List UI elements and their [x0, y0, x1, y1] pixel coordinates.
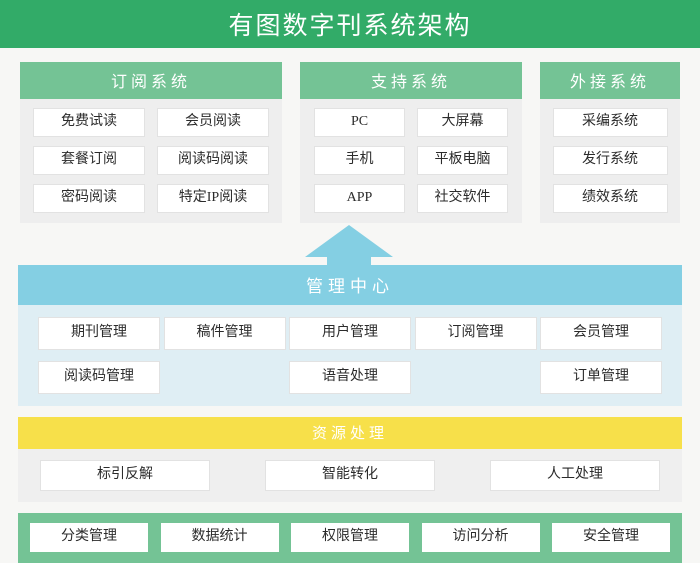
- panel-title-external-system: 外接系统: [540, 62, 680, 99]
- chip-journal-management[interactable]: 期刊管理: [38, 317, 160, 350]
- chip-member-reading[interactable]: 会员阅读: [157, 108, 269, 137]
- section-management-center: 管理中心 期刊管理 稿件管理 用户管理 订阅管理 会员管理 阅读码管理 语音处理…: [18, 265, 682, 406]
- chip-intelligent-conversion[interactable]: 智能转化: [265, 460, 435, 491]
- chip-performance-system[interactable]: 绩效系统: [552, 184, 668, 213]
- panel-items-external-system: 采编系统 发行系统 绩效系统: [540, 99, 680, 213]
- chip-access-analysis[interactable]: 访问分析: [421, 523, 540, 552]
- chip-voice-processing[interactable]: 语音处理: [289, 361, 411, 394]
- chip-security-management[interactable]: 安全管理: [552, 523, 670, 552]
- panel-subscription-system: 订阅系统 免费试读 会员阅读 套餐订阅 阅读码阅读 密码阅读 特定IP阅读: [20, 62, 282, 223]
- resource-processing-items: 标引反解 智能转化 人工处理: [18, 449, 682, 491]
- chip-app[interactable]: APP: [314, 184, 405, 213]
- page-title-bar: 有图数字刊系统架构: [0, 0, 700, 48]
- chip-editorial-system[interactable]: 采编系统: [552, 108, 668, 137]
- panel-items-support-system: PC 大屏幕 手机 平板电脑 APP 社交软件: [300, 99, 522, 213]
- chip-specific-ip-reading[interactable]: 特定IP阅读: [157, 184, 269, 213]
- chip-free-trial[interactable]: 免费试读: [33, 108, 145, 137]
- chip-data-statistics[interactable]: 数据统计: [160, 523, 279, 552]
- page-title: 有图数字刊系统架构: [228, 13, 472, 40]
- chip-reading-code-reading[interactable]: 阅读码阅读: [157, 146, 269, 175]
- section-bottom-bar: 分类管理 数据统计 权限管理 访问分析 安全管理: [18, 513, 682, 563]
- chip-manual-processing[interactable]: 人工处理: [490, 460, 660, 491]
- chip-distribution-system[interactable]: 发行系统: [552, 146, 668, 175]
- chip-subscription-management[interactable]: 订阅管理: [414, 317, 537, 350]
- management-center-items: 期刊管理 稿件管理 用户管理 订阅管理 会员管理 阅读码管理 语音处理 订单管理: [18, 305, 682, 394]
- chip-package-subscription[interactable]: 套餐订阅: [33, 146, 145, 175]
- top-systems-row: 订阅系统 免费试读 会员阅读 套餐订阅 阅读码阅读 密码阅读 特定IP阅读 支持…: [0, 48, 700, 223]
- chip-indexing-reverse-parsing[interactable]: 标引反解: [40, 460, 210, 491]
- panel-support-system: 支持系统 PC 大屏幕 手机 平板电脑 APP 社交软件: [300, 62, 522, 223]
- chip-category-management[interactable]: 分类管理: [30, 523, 148, 552]
- chip-order-management[interactable]: 订单管理: [540, 361, 662, 394]
- chip-user-management[interactable]: 用户管理: [289, 317, 411, 350]
- section-title-management-center: 管理中心: [18, 265, 682, 305]
- panel-title-subscription-system: 订阅系统: [20, 62, 282, 99]
- panel-items-subscription-system: 免费试读 会员阅读 套餐订阅 阅读码阅读 密码阅读 特定IP阅读: [20, 99, 282, 213]
- chip-pc[interactable]: PC: [314, 108, 405, 137]
- chip-member-management[interactable]: 会员管理: [540, 317, 662, 350]
- arrow-zone: [0, 223, 700, 267]
- chip-tablet[interactable]: 平板电脑: [417, 146, 508, 175]
- section-title-resource-processing: 资源处理: [18, 417, 682, 449]
- chip-permission-management[interactable]: 权限管理: [291, 523, 409, 552]
- chip-large-screen[interactable]: 大屏幕: [417, 108, 508, 137]
- chip-password-reading[interactable]: 密码阅读: [33, 184, 145, 213]
- chip-social-software[interactable]: 社交软件: [417, 184, 508, 213]
- panel-title-support-system: 支持系统: [300, 62, 522, 99]
- panel-external-system: 外接系统 采编系统 发行系统 绩效系统: [540, 62, 680, 223]
- chip-manuscript-management[interactable]: 稿件管理: [163, 317, 286, 350]
- arrow-up-icon: [305, 225, 393, 267]
- chip-mobile-phone[interactable]: 手机: [314, 146, 405, 175]
- section-resource-processing: 资源处理 标引反解 智能转化 人工处理: [18, 417, 682, 502]
- chip-reading-code-management[interactable]: 阅读码管理: [38, 361, 160, 394]
